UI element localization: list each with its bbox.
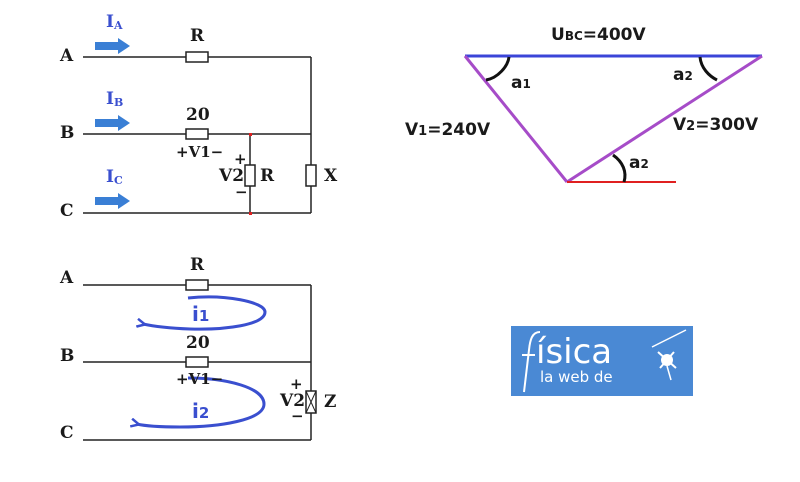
reactance-x-label: X bbox=[324, 166, 338, 186]
v2-plus-sign: + bbox=[290, 375, 303, 393]
line-label-a: A bbox=[59, 268, 74, 288]
line-label-a: A bbox=[59, 46, 74, 66]
v1-label: +V1− bbox=[176, 370, 223, 388]
logo-text-large: ísica bbox=[536, 332, 612, 372]
v2-minus-sign: − bbox=[235, 183, 248, 201]
current-arrow-c bbox=[95, 193, 130, 209]
ubc-label: UBC=400V bbox=[551, 25, 646, 45]
line-label-c: C bbox=[60, 423, 74, 443]
loop-label-i2: i2 bbox=[192, 399, 209, 423]
resistor-20-label: 20 bbox=[186, 333, 210, 353]
resistor-r-shunt bbox=[244, 164, 256, 187]
phasor-v2 bbox=[566, 54, 763, 184]
impedance-z-label: Z bbox=[324, 392, 336, 412]
shunt-r-label: R bbox=[260, 166, 275, 186]
v2-minus-sign: − bbox=[291, 407, 304, 425]
logo-f-glyph bbox=[523, 331, 541, 393]
v1-phasor-label: V1=240V bbox=[405, 120, 491, 140]
loop-arrow-2 bbox=[137, 376, 266, 429]
angle-arc-a2-top bbox=[698, 56, 718, 82]
angle-arc-a1 bbox=[485, 56, 511, 82]
angle-label-a2-bottom: a2 bbox=[629, 153, 649, 173]
v1-label: +V1− bbox=[176, 143, 223, 161]
resistor-r-a bbox=[185, 51, 209, 63]
resistor-r-label: R bbox=[190, 255, 205, 275]
bottom-circuit: A B C R 20 +V1− i1 i2 + V2 − Z bbox=[59, 255, 336, 443]
satellite-icon bbox=[651, 329, 687, 381]
angle-label-a2-top: a2 bbox=[673, 65, 693, 85]
angle-label-a1: a1 bbox=[511, 73, 531, 93]
v2-phasor-label: V2=300V bbox=[673, 115, 759, 135]
fisica-logo: ísica la web de bbox=[511, 326, 693, 396]
junction-dot bbox=[249, 133, 252, 136]
current-arrow-b bbox=[95, 115, 130, 131]
loop-arrow-1 bbox=[143, 295, 267, 331]
current-label-ia: IA bbox=[106, 12, 123, 32]
resistor-r-label: R bbox=[190, 26, 205, 46]
reactance-x bbox=[305, 164, 317, 187]
top-circuit: A B C IA IB IC R 20 +V1− + V2 − R X bbox=[59, 12, 338, 221]
current-arrow-a bbox=[95, 38, 130, 54]
v2-label: V2 bbox=[218, 166, 244, 186]
impedance-z-cross bbox=[305, 390, 317, 414]
loop-label-i1: i1 bbox=[192, 302, 209, 326]
v2-label: V2 bbox=[279, 391, 305, 411]
current-label-ic: IC bbox=[106, 167, 123, 187]
phasor-v1 bbox=[463, 55, 569, 183]
line-label-b: B bbox=[60, 346, 74, 366]
junction-dot bbox=[249, 212, 252, 215]
line-label-b: B bbox=[60, 123, 74, 143]
logo-text-small: la web de bbox=[540, 368, 613, 386]
resistor-20-label: 20 bbox=[186, 105, 210, 125]
resistor-r-a bbox=[185, 279, 209, 291]
angle-arc-a2-bottom bbox=[612, 153, 627, 183]
line-label-c: C bbox=[60, 201, 74, 221]
phasor-diagram: UBC=400V V1=240V V2=300V a1 a2 a2 bbox=[405, 25, 763, 184]
resistor-20-b bbox=[185, 356, 209, 368]
resistor-20-b bbox=[185, 128, 209, 140]
current-label-ib: IB bbox=[106, 89, 123, 109]
v2-plus-sign: + bbox=[234, 150, 247, 168]
